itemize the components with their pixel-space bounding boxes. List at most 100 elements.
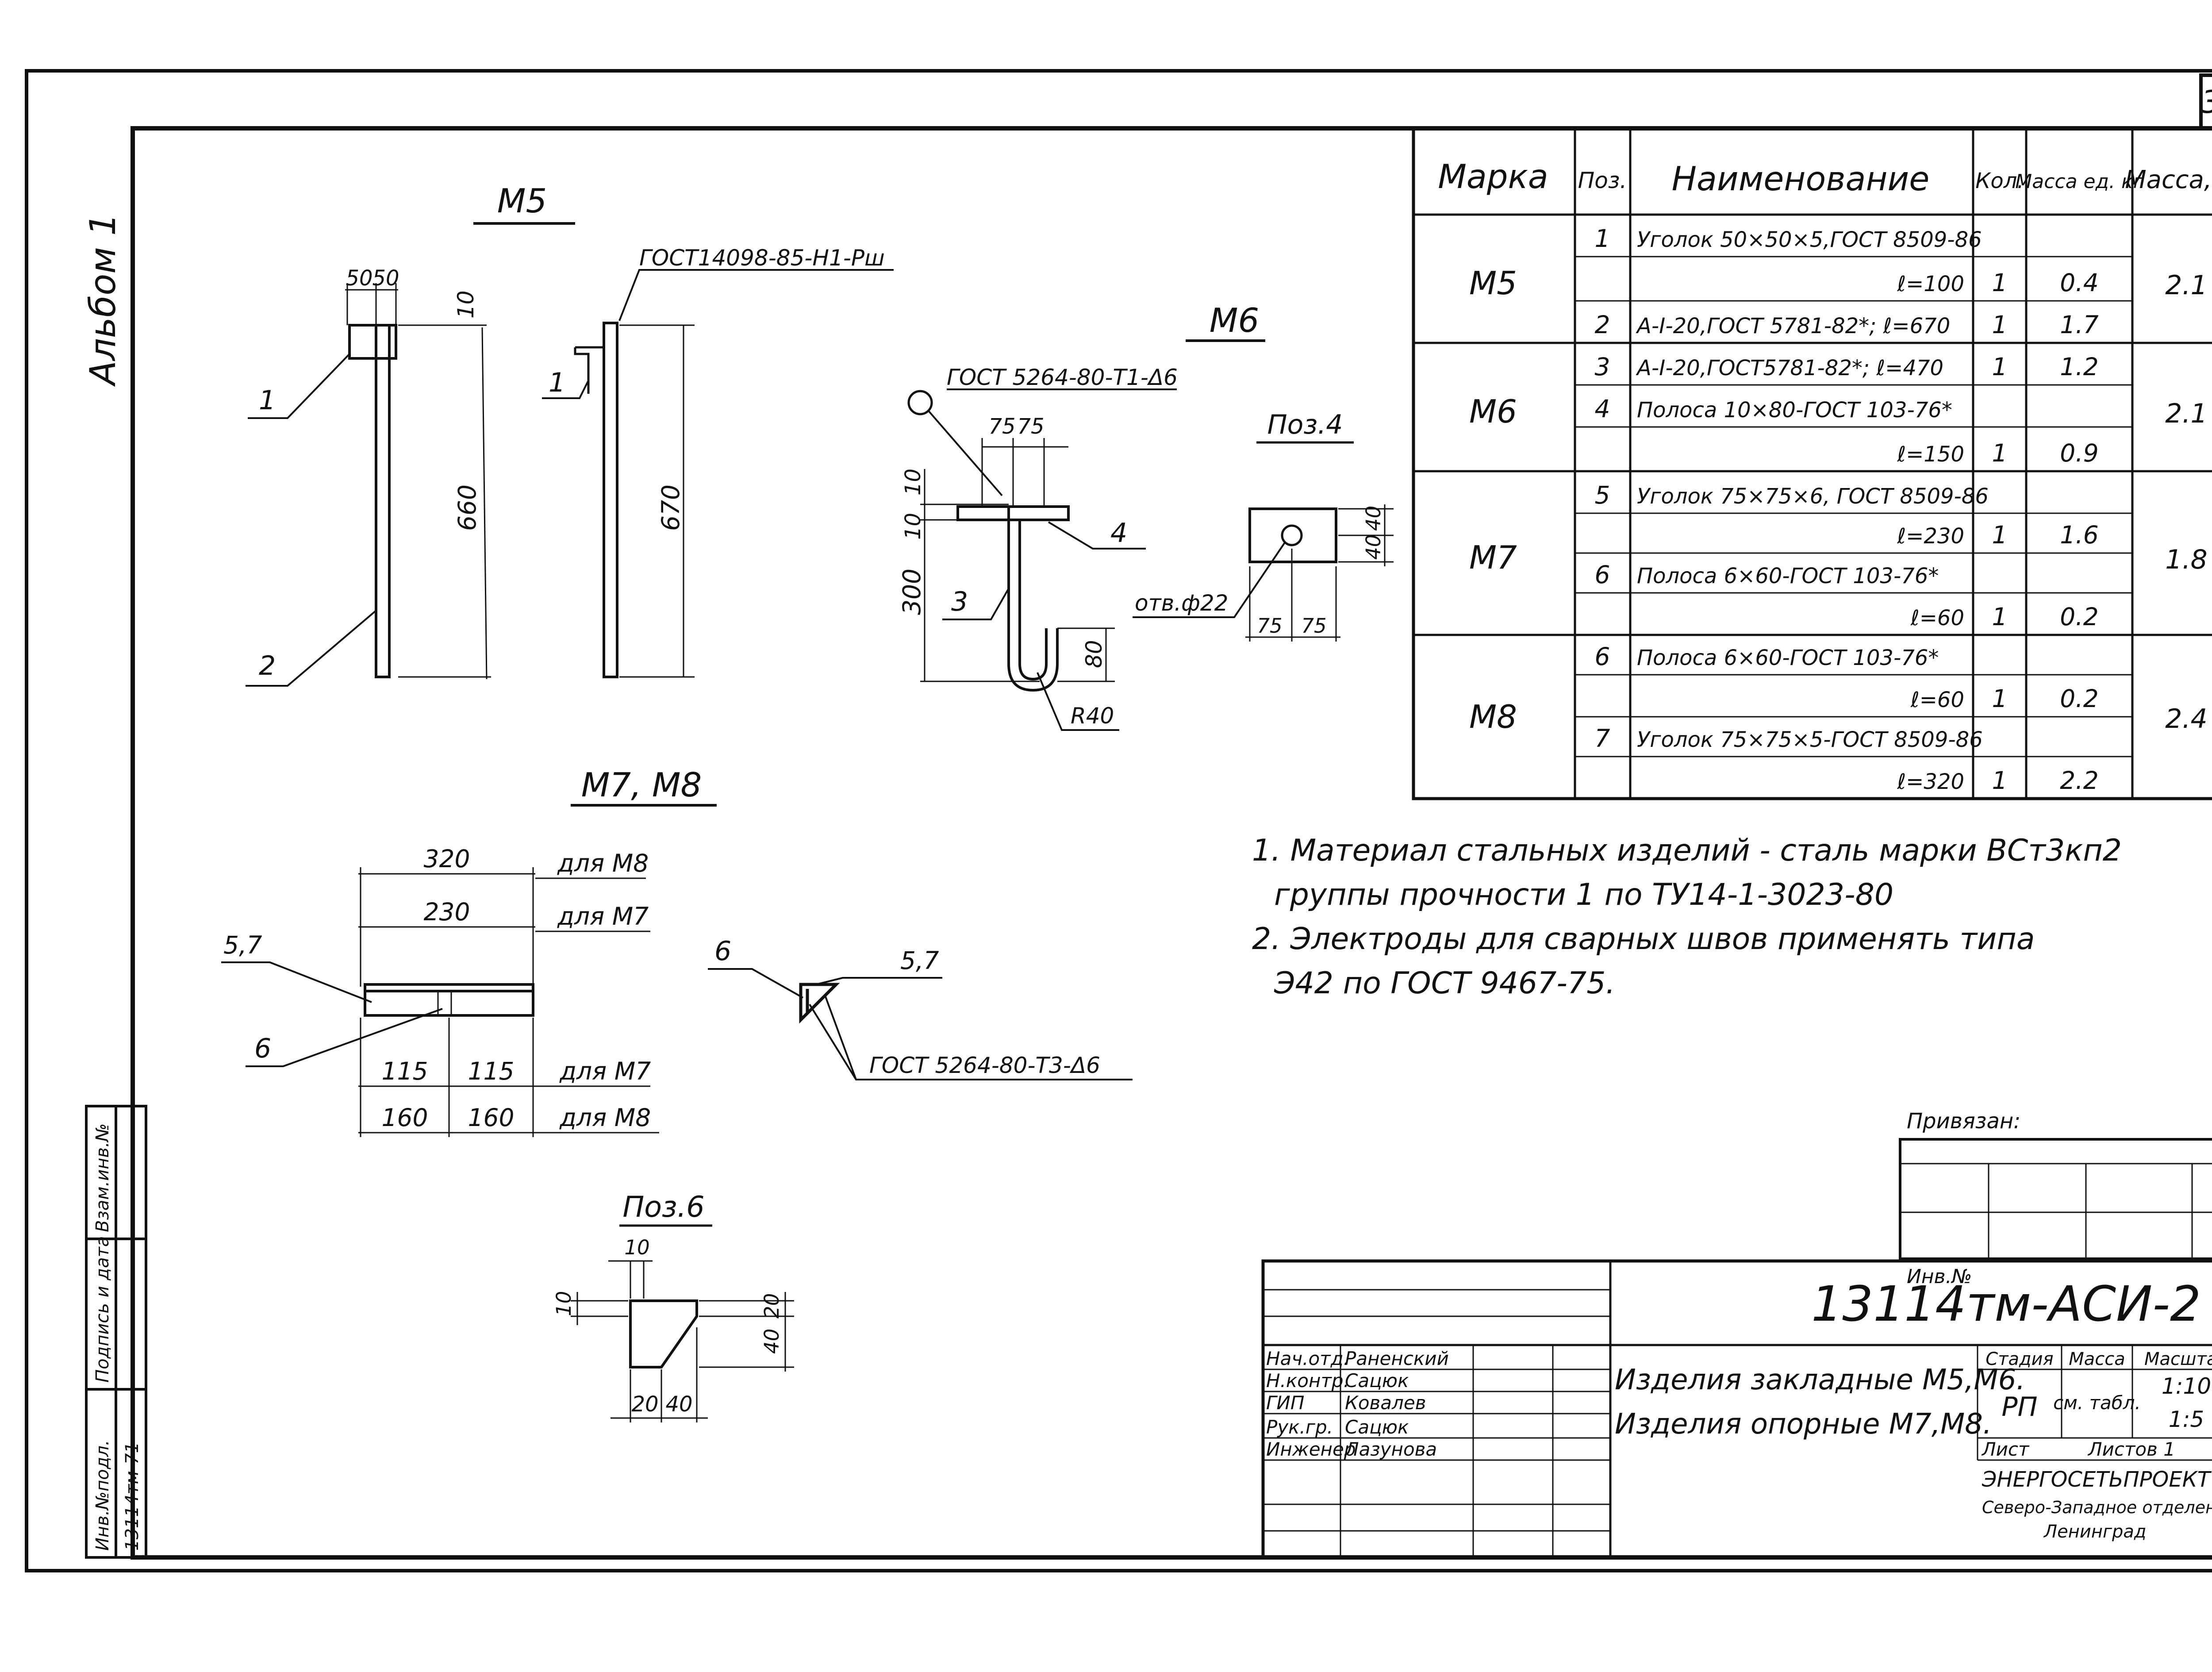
spec-pos: 6: [1595, 561, 1610, 589]
spec-pos: 1: [1595, 224, 1610, 253]
m7m8-pos-6: 6: [254, 1033, 271, 1064]
m7m8-dim-160b: 160: [468, 1103, 515, 1132]
notes: 1. Материал стальных изделий - сталь мар…: [1252, 833, 2122, 1001]
col-name: Наименование: [1672, 159, 1930, 198]
tb-stage-label: Стадия: [1985, 1349, 2053, 1369]
view-m7m8: M7, M8 320 для М8 230 для М7 5,7 6 115 1…: [221, 765, 717, 1137]
spec-pos: 5: [1595, 481, 1610, 509]
staff-role: Н.контр.: [1266, 1370, 1349, 1391]
m7m8-for-m7b: для М7: [559, 1057, 651, 1085]
col-unit-mass: Масса ед. кг: [2015, 170, 2143, 193]
tb-scale-2: 1:5: [2169, 1407, 2204, 1432]
page-number-box: [2199, 73, 2212, 130]
spec-pos: 4: [1595, 395, 1610, 423]
m7m8-dim-115a: 115: [382, 1057, 428, 1085]
view-poz6: Поз.6 10 10 20 40 20 40: [552, 1191, 794, 1422]
spec-unit-mass: 0.9: [2060, 439, 2098, 467]
spec-qty: 1: [1992, 766, 2008, 795]
poz4-hole: отв.ф22: [1135, 590, 1228, 616]
m7m8-dim-320: 320: [424, 845, 470, 873]
stamp-inv-value: 13114тм-71: [122, 1442, 142, 1551]
tb-inv-label: Инв.№: [1907, 1265, 1972, 1288]
spec-unit-mass: 0.2: [2060, 603, 2098, 631]
note-2: 2. Электроды для сварных швов применять …: [1252, 922, 2035, 957]
poz6-dim-10left: 10: [552, 1291, 576, 1316]
note-2b: Э42 по ГОСТ 9467-75.: [1274, 966, 1615, 1001]
spec-name: Полоса 6×60-ГОСТ 103-76*: [1637, 646, 1939, 670]
tb-org-3: Ленинград: [2043, 1522, 2147, 1542]
m6-dim-a: 75: [988, 414, 1015, 439]
spec-name: Полоса 10×80-ГОСТ 103-76*: [1637, 398, 1952, 423]
m7m8-pos-57: 5,7: [223, 931, 262, 959]
spec-name: ℓ=60: [1910, 606, 1964, 630]
m5-pos-1b: 1: [549, 367, 565, 398]
spec-unit-mass: 1.2: [2060, 353, 2098, 381]
m7m8-dim-230: 230: [424, 898, 470, 926]
m6-dim-10b: 10: [901, 513, 926, 540]
tb-sheets-label: Листов 1: [2087, 1438, 2175, 1460]
spec-unit-mass: 2.2: [2060, 766, 2098, 795]
spec-pos: 2: [1595, 311, 1610, 339]
col-mark: Марка: [1438, 157, 1548, 196]
m6-pos-3: 3: [951, 586, 968, 617]
col-qty: Кол.: [1975, 169, 2024, 193]
tb-sheet-label: Лист: [1981, 1438, 2030, 1460]
spec-unit-mass: 0.4: [2060, 269, 2098, 297]
tb-title-2: Изделия опорные М7,М8.: [1615, 1408, 1992, 1441]
poz4-dim-75a: 75: [1257, 614, 1282, 638]
spec-name: Уголок 50×50×5,ГОСТ 8509-86: [1637, 227, 1982, 252]
m5-dim-670: 670: [657, 484, 685, 531]
staff-name: Сацюк: [1345, 1416, 1409, 1438]
section-pos-57: 5,7: [900, 946, 939, 975]
spec-table: Марка Поз. Наименование Кол. Масса ед. к…: [1412, 127, 2212, 800]
spec-qty: 1: [1992, 603, 2008, 631]
m5-dim-10: 10: [453, 290, 479, 319]
stamp-sign-date: Подпись и дата: [92, 1236, 113, 1383]
spec-qty: 1: [1992, 439, 2008, 467]
spec-name: Уголок 75×75×5-ГОСТ 8509-86: [1637, 727, 1983, 752]
m5-pos-1: 1: [259, 385, 276, 416]
view-m6-title: M6: [1210, 301, 1259, 340]
view-m5: M5 50 50 10 660 1 2 ГОСТ14098-85-Н1-Рш 6…: [246, 181, 894, 687]
spec-qty: 1: [1992, 311, 2008, 339]
m5-dim-660: 660: [453, 484, 481, 531]
m6-pos-4: 4: [1110, 518, 1127, 549]
poz4-dim-40b: 40: [1362, 534, 1385, 560]
spec-unit-mass: 0.2: [2060, 684, 2098, 713]
poz4-dim-75b: 75: [1301, 614, 1326, 638]
spec-name: ℓ=60: [1910, 688, 1964, 712]
spec-name: Уголок 75×75×6, ГОСТ 8509-86: [1637, 484, 1989, 509]
spec-total: 2.4: [2165, 703, 2207, 734]
spec-pos: 3: [1595, 353, 1610, 381]
view-section: 5,7 6 ГОСТ 5264-80-Т3-Δ6: [708, 936, 1133, 1080]
spec-name: ℓ=230: [1897, 524, 1964, 549]
spec-pos: 6: [1595, 642, 1610, 671]
view-m5-title: M5: [497, 181, 547, 220]
col-pos: Поз.: [1578, 168, 1627, 193]
spec-total: 1.8: [2165, 544, 2207, 575]
spec-name: ℓ=150: [1897, 442, 1964, 467]
m5-dim-b: 50: [372, 266, 399, 291]
spec-mark: M8: [1469, 698, 1517, 735]
title-block: Привязан: Инв.№ 13114тм-АСИ-2 Изделия за…: [1261, 1109, 2212, 1559]
spec-total: 2.1: [2165, 398, 2207, 429]
poz6-dim-40right: 40: [760, 1329, 783, 1354]
m5-pos-2: 2: [259, 650, 276, 681]
tb-title-1: Изделия закладные М5,М6.: [1615, 1364, 2025, 1396]
tb-stage: РП: [2001, 1391, 2037, 1422]
tb-scale-1: 1:10: [2162, 1373, 2211, 1399]
page-number: 34: [2201, 84, 2212, 120]
view-m6: M6 ГОСТ 5264-80-Т1-Δ6 75 75 10 10 300 80…: [898, 301, 1265, 731]
staff-role: Инженер: [1266, 1438, 1356, 1460]
stamp-replace-inv: Взам.инв.№: [92, 1123, 113, 1232]
spec-qty: 1: [1992, 684, 2008, 713]
section-gost: ГОСТ 5264-80-Т3-Δ6: [869, 1053, 1100, 1078]
album-label: Альбом 1: [82, 213, 123, 387]
staff-role: Нач.отд.: [1266, 1348, 1349, 1369]
poz4-dim-40a: 40: [1362, 506, 1385, 531]
m7m8-for-m8b: для М8: [559, 1103, 651, 1132]
m6-dim-b: 75: [1017, 414, 1044, 439]
spec-pos: 7: [1595, 724, 1610, 753]
spec-name: A-I-20,ГОСТ 5781-82*; ℓ=670: [1636, 314, 1950, 338]
spec-qty: 1: [1992, 353, 2008, 381]
